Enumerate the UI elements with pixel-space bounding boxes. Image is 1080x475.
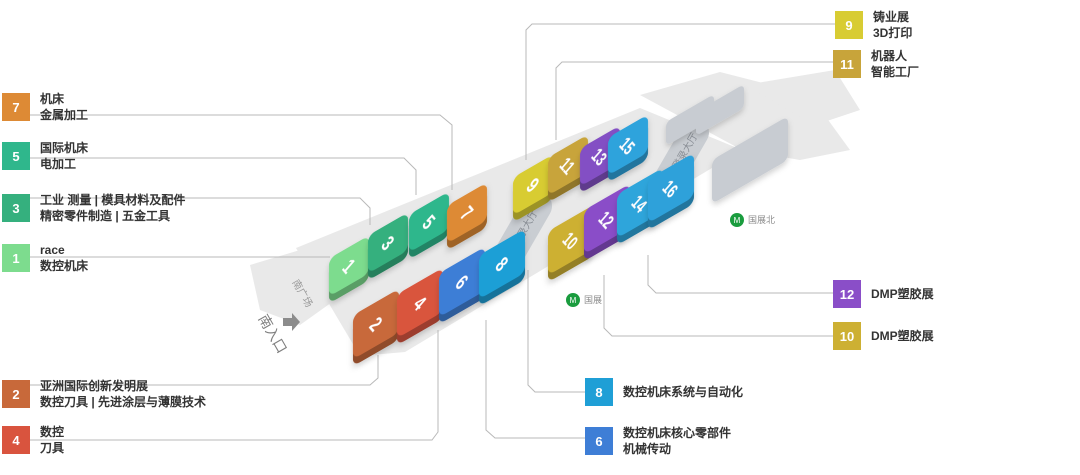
- badge-hall-9: 9: [835, 11, 863, 39]
- legend-text-hall-10: DMP塑胶展: [871, 329, 934, 343]
- hall-block-10[interactable]: 10: [548, 205, 594, 283]
- metro-icon: [730, 213, 744, 227]
- hall-block-9[interactable]: 9: [513, 154, 553, 222]
- legend-hall-8[interactable]: 8 数控机床系统与自动化: [585, 378, 743, 406]
- legend-hall-2[interactable]: 2 亚洲国际创新发明展数控刀具 | 先进涂层与薄膜技术: [2, 378, 206, 410]
- hall-block-16[interactable]: 16: [648, 153, 694, 231]
- badge-hall-6: 6: [585, 427, 613, 455]
- svg-text:M: M: [734, 216, 741, 225]
- hall-block-top: [329, 238, 369, 294]
- hall-block-top: [479, 231, 525, 297]
- hall-block-8[interactable]: 8: [479, 229, 525, 307]
- badge-hall-3: 3: [2, 194, 30, 222]
- venue-floor: [250, 70, 860, 356]
- metro-icon: [566, 293, 580, 307]
- legend-hall-10[interactable]: 10 DMP塑胶展: [833, 322, 934, 350]
- hall-block-top: [397, 270, 443, 336]
- hall-block-top: [548, 207, 594, 273]
- metro-north: M 国展北: [730, 213, 775, 227]
- badge-hall-10: 10: [833, 322, 861, 350]
- legend-hall-6[interactable]: 6 数控机床核心零部件机械传动: [585, 425, 731, 457]
- hall-block-top: [368, 215, 408, 271]
- legend-hall-4[interactable]: 4 数控刀具: [2, 424, 64, 456]
- metro-north-label: 国展北: [748, 215, 775, 225]
- legend-text-hall-6: 数控机床核心零部件机械传动: [623, 426, 732, 456]
- hall-block-top: [608, 117, 648, 173]
- hall-block-top: [447, 185, 487, 241]
- hall-block-11[interactable]: 11: [548, 134, 588, 202]
- badge-hall-8: 8: [585, 378, 613, 406]
- legend-hall-11[interactable]: 11 机器人智能工厂: [833, 48, 919, 80]
- svg-text:M: M: [570, 296, 577, 305]
- leader-lines: [30, 23, 835, 441]
- legend-text-hall-3: 工业 测量 | 模具材料及配件精密零件制造 | 五金工具: [40, 193, 186, 223]
- hall-block-5[interactable]: 5: [409, 191, 449, 259]
- hall-block-7[interactable]: 7: [447, 182, 487, 250]
- hall-block-15[interactable]: 15: [608, 114, 648, 182]
- hall-block-2[interactable]: 2: [353, 289, 399, 367]
- legend-hall-3[interactable]: 3 工业 测量 | 模具材料及配件精密零件制造 | 五金工具: [2, 192, 185, 224]
- hall-block-6[interactable]: 6: [439, 247, 485, 325]
- legend-text-hall-11: 机器人智能工厂: [871, 49, 920, 79]
- entrance-arrow-icon: [283, 313, 300, 331]
- badge-hall-1: 1: [2, 244, 30, 272]
- legend-text-hall-7: 机床金属加工: [40, 92, 89, 122]
- badge-hall-12: 12: [833, 280, 861, 308]
- hall-block-3[interactable]: 3: [368, 212, 408, 280]
- badge-hall-7: 7: [2, 93, 30, 121]
- hall-block-top: [513, 157, 553, 213]
- hall-block-1[interactable]: 1: [329, 235, 369, 303]
- inactive-blocks: [666, 86, 788, 202]
- legend-hall-12[interactable]: 12 DMP塑胶展: [833, 280, 934, 308]
- hall-block-top: [648, 155, 694, 221]
- badge-hall-5: 5: [2, 142, 30, 170]
- legend-hall-7[interactable]: 7 机床金属加工: [2, 91, 88, 123]
- legend-text-hall-2: 亚洲国际创新发明展数控刀具 | 先进涂层与薄膜技术: [40, 379, 207, 409]
- legend-text-hall-4: 数控刀具: [40, 425, 65, 455]
- legend-text-hall-5: 国际机床电加工: [40, 141, 89, 171]
- hall-block-top: [353, 291, 399, 357]
- hall-block-4[interactable]: 4: [397, 268, 443, 346]
- legend-hall-5[interactable]: 5 国际机床电加工: [2, 140, 88, 172]
- hall-block-top: [409, 194, 449, 250]
- badge-hall-4: 4: [2, 426, 30, 454]
- badge-hall-11: 11: [833, 50, 861, 78]
- legend-text-hall-12: DMP塑胶展: [871, 287, 934, 301]
- hall-block-top: [548, 137, 588, 193]
- metro-west: M 国展: [566, 293, 602, 307]
- hall-block-top: [439, 249, 485, 315]
- legend-text-hall-8: 数控机床系统与自动化: [623, 385, 744, 399]
- metro-west-label: 国展: [584, 295, 602, 305]
- badge-hall-2: 2: [2, 380, 30, 408]
